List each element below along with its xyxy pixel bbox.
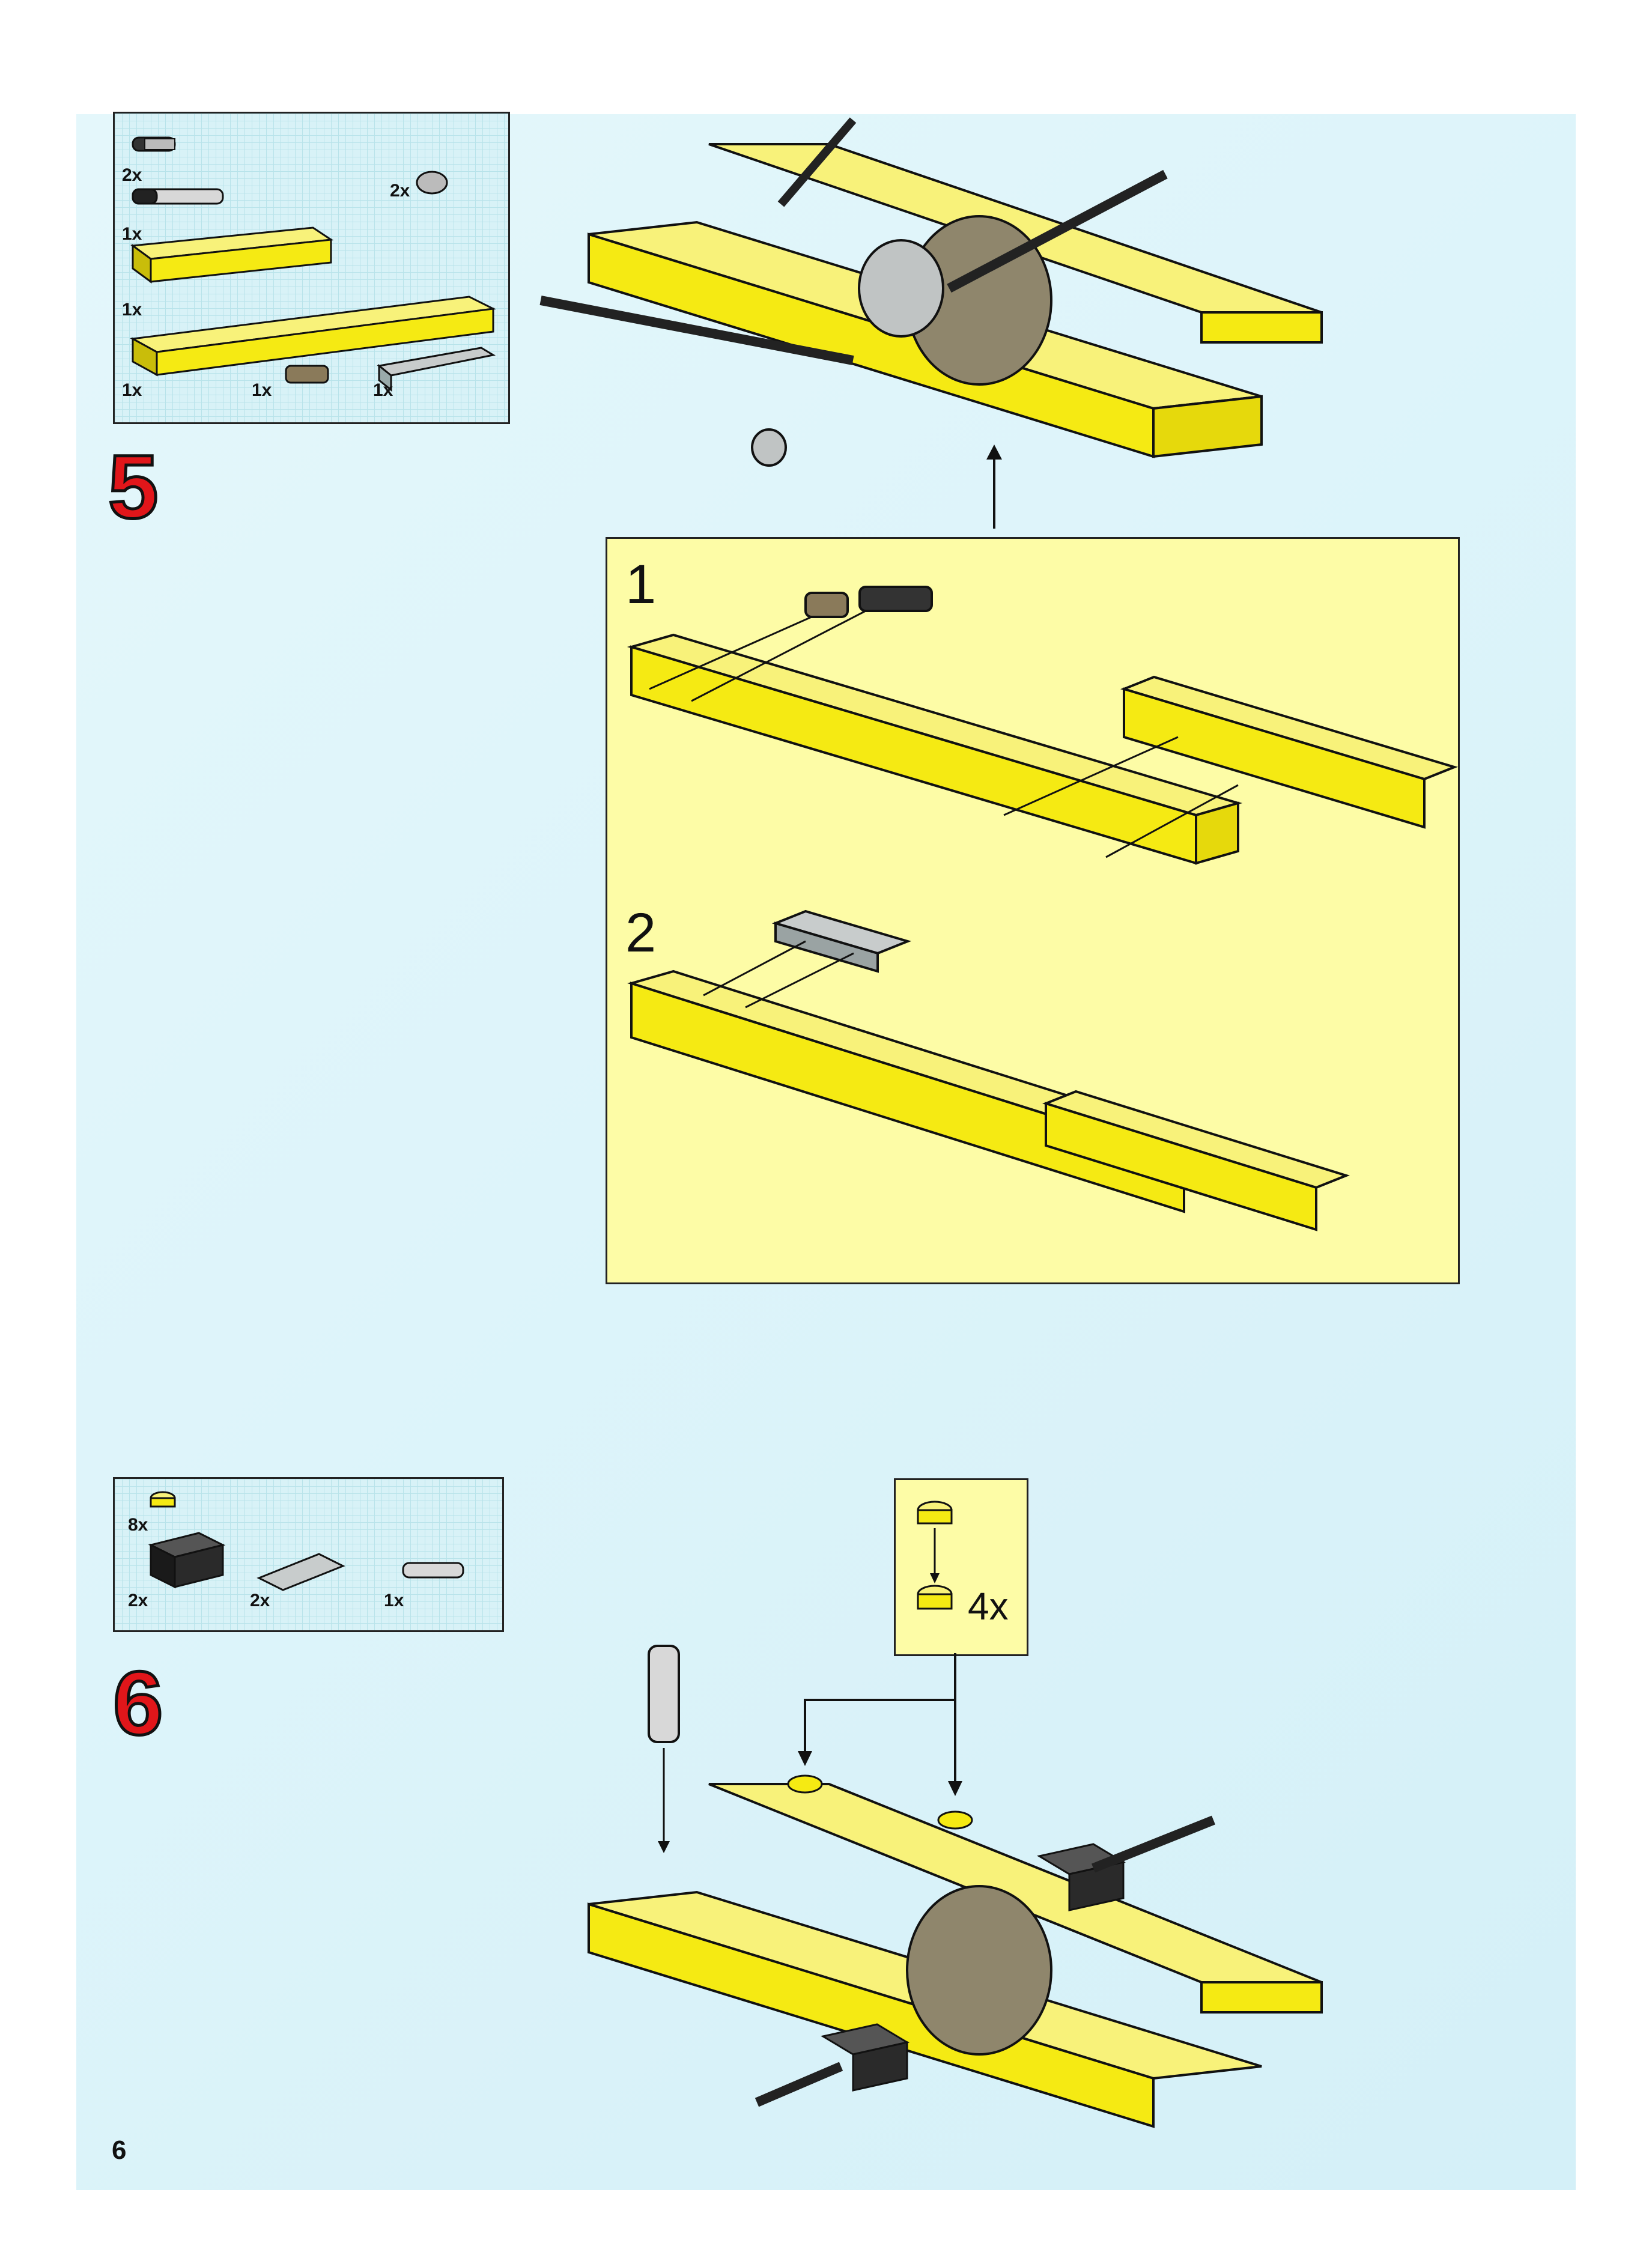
step5-callout: 1 2 xyxy=(606,537,1460,1284)
step6-callout-qty: 4x xyxy=(968,1587,1009,1625)
step6-callout: 4x xyxy=(894,1478,1028,1656)
step6-qty-long-pin: 1x xyxy=(384,1591,404,1611)
friction-pin-icon xyxy=(133,132,193,156)
step5-qty-brick14: 1x xyxy=(122,380,142,401)
black-brick-icon xyxy=(151,1533,223,1587)
step6-qty-plate: 8x xyxy=(128,1515,148,1535)
axle-pin-icon xyxy=(283,360,337,390)
step5-qty-pin: 2x xyxy=(122,165,142,186)
step6-qty-black-brick: 2x xyxy=(128,1591,148,1611)
step6-assembly-illustration xyxy=(541,1646,1406,2126)
round-plate-stack-illustration xyxy=(914,1498,962,1630)
substep-2-illustration xyxy=(625,905,1454,1266)
bush-icon xyxy=(414,168,450,198)
liftarm-icon xyxy=(379,342,499,390)
round-plate-icon xyxy=(148,1490,178,1514)
technic-brick-icon xyxy=(133,222,337,282)
step6-number: 6 xyxy=(113,1658,163,1748)
step5-qty-axle-pin: 1x xyxy=(252,380,272,401)
long-pin-icon xyxy=(133,184,229,208)
step5-qty-bush: 2x xyxy=(390,181,410,201)
step6-parts-list: 8x 2x 2x 1x xyxy=(113,1477,504,1632)
connector-icon xyxy=(259,1548,343,1596)
page-number: 6 xyxy=(112,2135,126,2165)
long-pin-icon xyxy=(403,1557,469,1587)
step5-qty-liftarm: 1x xyxy=(373,380,393,401)
substep-1-illustration xyxy=(625,575,1454,887)
step5-assembly-illustration xyxy=(541,108,1406,541)
step6-qty-connector: 2x xyxy=(250,1591,270,1611)
step5-number: 5 xyxy=(108,442,158,532)
step5-parts-list: 2x 1x 2x 1x 1x 1x 1x xyxy=(113,112,510,424)
